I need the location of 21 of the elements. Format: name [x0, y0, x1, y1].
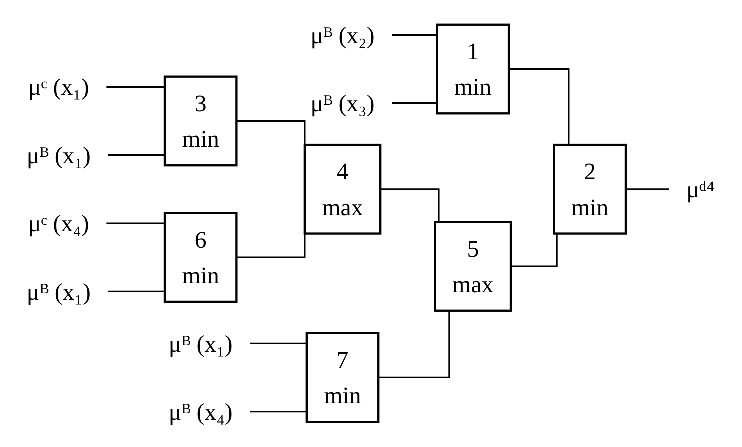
connector: [626, 188, 670, 190]
node-box: 4 max: [304, 144, 382, 235]
node-text: μᶜ (x₁): [28, 74, 90, 101]
node-box: 7 min: [306, 332, 380, 424]
node-box: 1 min: [436, 24, 510, 115]
node-text: μᵈ⁴: [686, 176, 716, 203]
node-text: μᴮ (x₂): [310, 22, 375, 49]
connector: [509, 68, 570, 146]
node-text: μᶜ (x₄): [28, 210, 90, 238]
connector: [380, 188, 440, 222]
node-text: μᴮ (x₃): [310, 90, 375, 117]
connector: [511, 234, 558, 268]
node-text: μᴮ (x₁): [168, 330, 233, 358]
node-box: 5 max: [434, 221, 512, 312]
node-text: μᴮ (x₁): [26, 278, 91, 306]
node-text: μᴮ (x₁): [26, 142, 91, 169]
connector: [378, 310, 450, 379]
node-text: μᴮ (x₄): [168, 398, 233, 426]
node-box: 3 min: [164, 76, 238, 167]
node-box: 6 min: [164, 212, 238, 304]
node-box: 2 min: [553, 144, 628, 235]
